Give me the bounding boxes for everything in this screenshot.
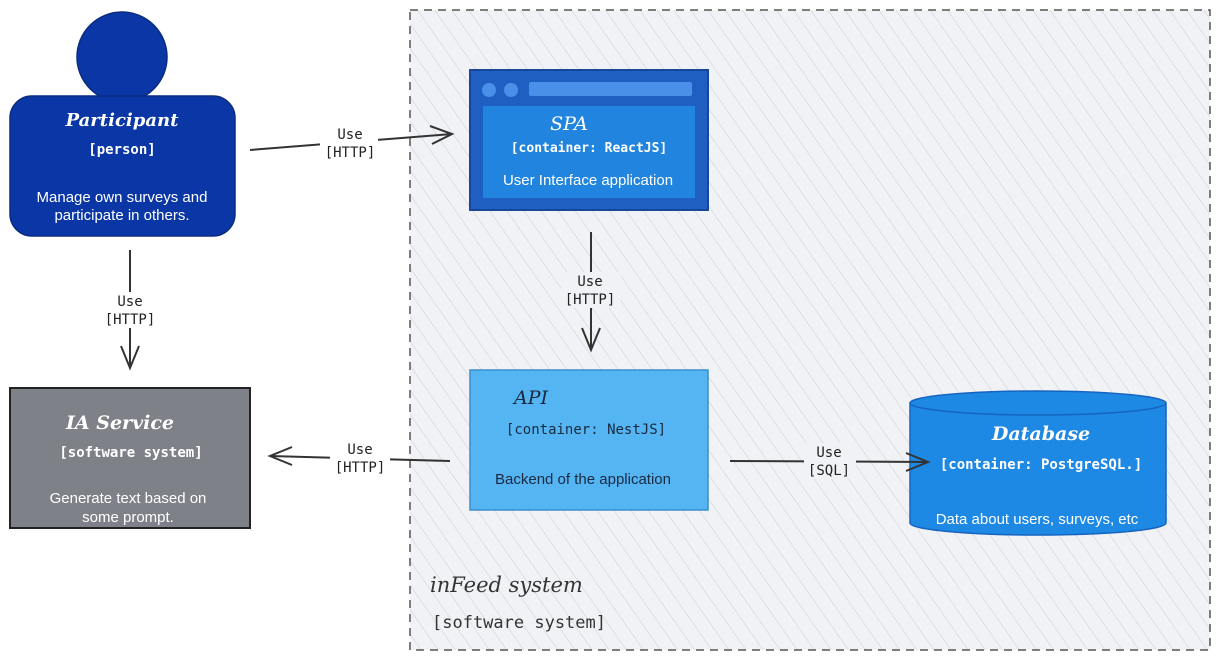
spa-desc: User Interface application <box>503 172 673 189</box>
participant-desc-line1: Manage own surveys and <box>37 189 208 206</box>
edge-protocol: [SQL] <box>808 463 850 479</box>
spa-type: [container: ReactJS] <box>511 141 668 156</box>
arrowhead-icon <box>429 125 455 145</box>
api-title: API <box>512 387 549 409</box>
ia-service-desc-line1: Generate text based on <box>50 490 207 507</box>
spa-container[interactable]: SPA [container: ReactJS] User Interface … <box>469 69 709 211</box>
boundary-subtitle: [software system] <box>432 613 606 633</box>
ia-service-type: [software system] <box>59 445 202 461</box>
address-bar <box>529 82 692 96</box>
participant-title: Participant <box>65 110 179 131</box>
spa-title: SPA <box>550 113 588 135</box>
edge-protocol: [HTTP] <box>335 460 386 476</box>
participant-type: [person] <box>88 142 155 158</box>
person-head-icon <box>76 11 168 103</box>
window-dot-icon <box>504 83 518 97</box>
edge-api-to-ia-service[interactable]: Use [HTTP] <box>267 440 451 476</box>
window-dot-icon <box>482 83 496 97</box>
edge-label: Use <box>816 445 841 461</box>
participant-desc-line2: participate in others. <box>54 207 189 224</box>
edge-participant-to-ia-service[interactable]: Use [HTTP] <box>100 250 160 371</box>
edge-label: Use <box>117 294 142 310</box>
arrowhead-icon <box>581 327 601 353</box>
arrowhead-icon <box>267 446 293 466</box>
boundary-title: inFeed system <box>430 573 583 597</box>
edge-protocol: [HTTP] <box>325 145 376 161</box>
edge-spa-to-api[interactable]: Use [HTTP] <box>561 232 621 353</box>
edge-label: Use <box>577 274 602 290</box>
arrowhead-icon <box>120 345 140 371</box>
ia-service-title: IA Service <box>65 412 174 434</box>
ia-service-system[interactable]: IA Service [software system] Generate te… <box>9 387 251 529</box>
edge-protocol: [HTTP] <box>105 312 156 328</box>
database-container[interactable]: Database [container: PostgreSQL.] Data a… <box>909 390 1167 536</box>
edge-api-to-database[interactable]: Use [SQL] <box>729 443 931 479</box>
participant-person[interactable]: Participant [person] Manage own surveys … <box>9 11 236 237</box>
ia-service-desc-line2: some prompt. <box>82 509 174 526</box>
api-type: [container: NestJS] <box>506 422 666 438</box>
edge-protocol: [HTTP] <box>565 292 616 308</box>
database-title: Database <box>991 423 1090 445</box>
api-container[interactable]: API [container: NestJS] Backend of the a… <box>469 369 709 511</box>
cylinder-top <box>909 390 1167 416</box>
arrowhead-icon <box>905 452 931 472</box>
api-desc: Backend of the application <box>495 471 671 488</box>
edge-label: Use <box>347 442 372 458</box>
edge-participant-to-spa[interactable]: Use [HTTP] <box>249 125 455 161</box>
edge-label: Use <box>337 127 362 143</box>
database-type: [container: PostgreSQL.] <box>940 457 1142 473</box>
database-desc: Data about users, surveys, etc <box>936 511 1139 528</box>
